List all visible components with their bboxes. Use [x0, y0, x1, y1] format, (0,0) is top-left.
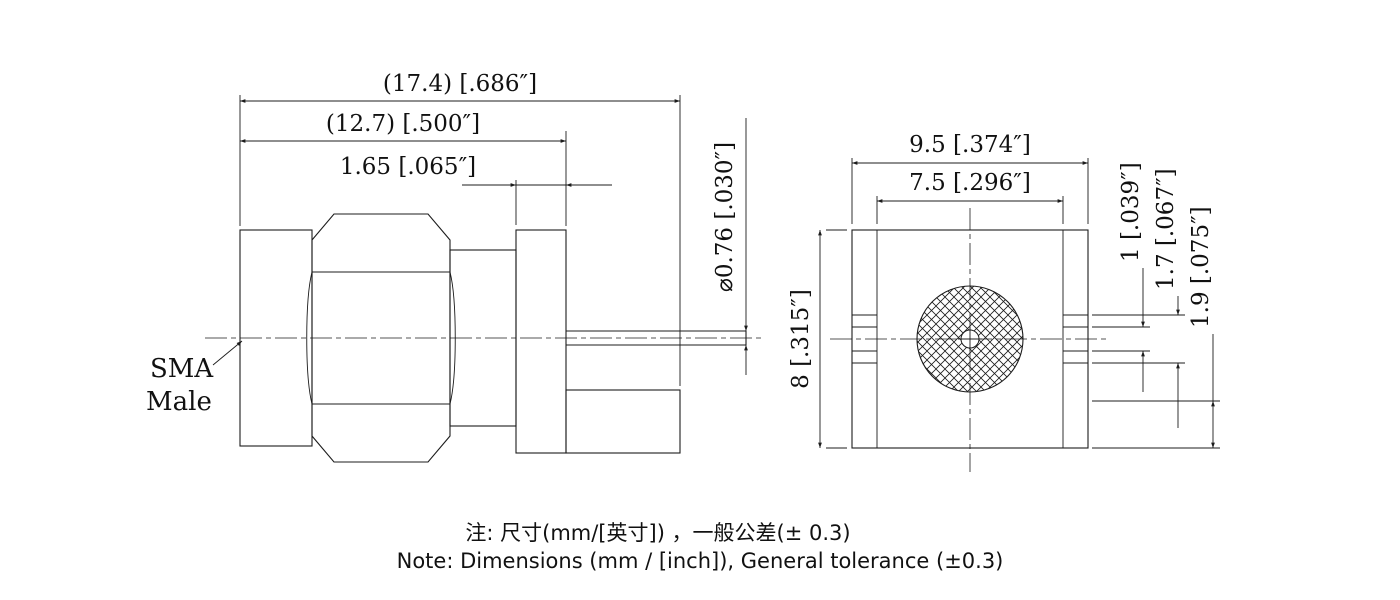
dim-body-length-label: (12.7) [.500″]: [326, 111, 480, 137]
center-contact-cross: [958, 327, 982, 351]
dim-overall-length-label: (17.4) [.686″]: [383, 71, 537, 97]
center-pin: [566, 330, 747, 346]
dim-leg-c-label: 1.9 [.075″]: [1188, 206, 1214, 328]
label-leader-line: [212, 340, 243, 366]
dim-tab-thickness-label: 1.65 [.065″]: [340, 154, 476, 180]
dim-leg-b-label: 1.7 [.067″]: [1153, 168, 1179, 290]
ext-lines-outer-width: [851, 158, 1089, 224]
hex-bulge-lines: [306, 271, 456, 405]
front-inner-edges: [876, 230, 1064, 448]
dim-height-label: 8 [.315″]: [788, 289, 814, 389]
hex-nut-outline: [311, 213, 451, 463]
note-line-english: Note: Dimensions (mm / [inch]), General …: [397, 549, 1004, 573]
dim-leg-a-label: 1 [.039″]: [1118, 162, 1144, 262]
front-view: 9.5 [.374″] 7.5 [.296″] 8 [.315″] 1 [.03…: [788, 132, 1220, 472]
right-leg-tabs: [1063, 314, 1088, 364]
left-leg-tabs: [852, 314, 877, 364]
front-body-outline: [851, 229, 1089, 449]
ext-lines-right: [1092, 314, 1220, 449]
dim-pin-diameter-label: ⌀0.76 [.030″]: [712, 142, 738, 292]
side-view: (17.4) [.686″] (12.7) [.500″] 1.65 [.065…: [146, 71, 765, 463]
ext-lines-height: [826, 229, 847, 449]
part-label-line2: Male: [146, 387, 212, 417]
ext-lines-overall: [239, 95, 681, 386]
dim-outer-width-label: 9.5 [.374″]: [909, 132, 1031, 158]
notes-block: 注: 尺寸(mm/[英寸]) ，一般公差(± 0.3) Note: Dimens…: [397, 521, 1004, 573]
note-line-chinese: 注: 尺寸(mm/[英寸]) ，一般公差(± 0.3): [465, 521, 850, 545]
pcb-leg: [565, 389, 681, 454]
dim-inner-width-label: 7.5 [.296″]: [909, 170, 1031, 196]
hex-flat-lines: [312, 271, 450, 405]
mounting-plate: [515, 229, 567, 454]
part-label-line1: SMA: [150, 354, 214, 384]
